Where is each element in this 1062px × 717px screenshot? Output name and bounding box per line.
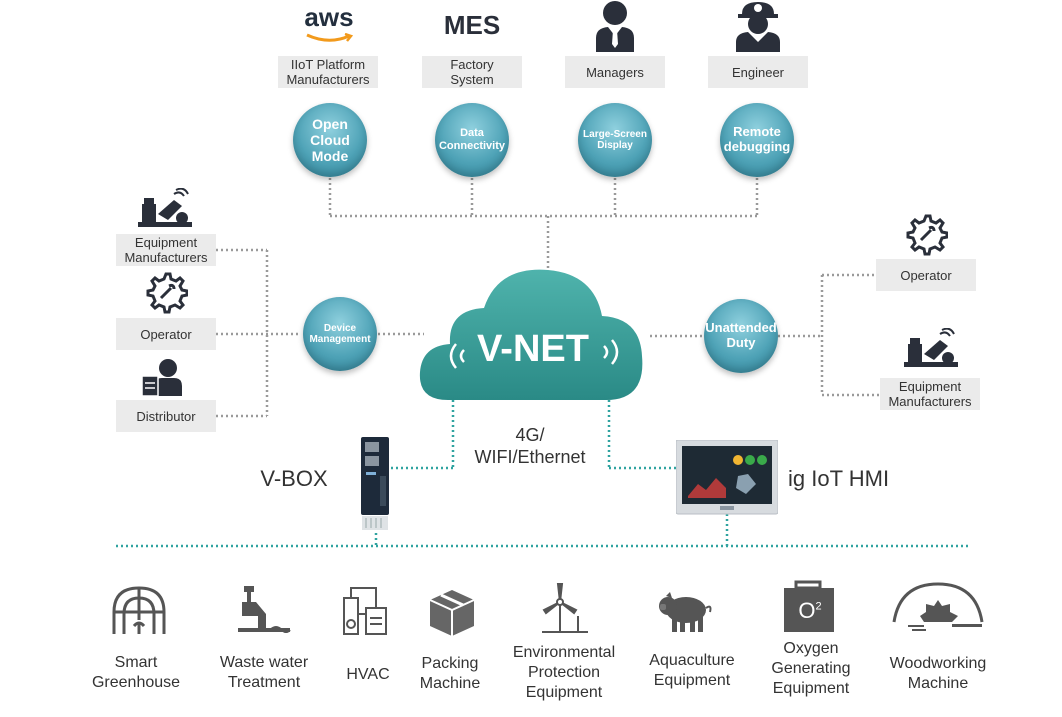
v-box-device-icon bbox=[361, 437, 389, 530]
right-operator-label: Operator bbox=[876, 259, 976, 291]
data-connectivity-node: Data Connectivity bbox=[435, 103, 509, 177]
pig-icon bbox=[659, 592, 712, 632]
app-smart-greenhouse-label: Smart Greenhouse bbox=[91, 654, 181, 691]
hvac-icon bbox=[343, 587, 387, 635]
aws-smile-icon bbox=[306, 33, 353, 42]
v-net-cloud bbox=[419, 269, 643, 400]
left-gear-wrench-icon bbox=[146, 272, 188, 314]
right-robot-arm-icon bbox=[904, 328, 958, 367]
remote-debugging-node: Remote debugging bbox=[720, 103, 794, 177]
unattended-duty-node: Unattended Duty bbox=[704, 299, 778, 373]
iiot-platform-label: IIoT Platform Manufacturers bbox=[278, 56, 378, 88]
saw-blade-icon bbox=[892, 582, 984, 631]
greenhouse-icon bbox=[112, 586, 166, 634]
oxygen-icon bbox=[784, 580, 834, 632]
mes-logo: MES bbox=[443, 10, 501, 40]
device-management-node: Device Management bbox=[303, 297, 377, 371]
distributor-label: Distributor bbox=[116, 400, 216, 432]
app-packing-machine-label: Packing Machine bbox=[419, 655, 481, 692]
managers-label: Managers bbox=[565, 56, 665, 88]
distributor-icon bbox=[141, 359, 182, 396]
engineer-label: Engineer bbox=[708, 56, 808, 88]
app-aquaculture-label: Aquaculture Equipment bbox=[649, 652, 735, 689]
left-operator-label: Operator bbox=[116, 318, 216, 350]
oxygen-symbol: O2 bbox=[798, 598, 822, 623]
right-equipment-manufacturers-label: Equipment Manufacturers bbox=[880, 378, 980, 410]
app-woodworking-label: Woodworking Machine bbox=[889, 655, 987, 692]
manager-icon bbox=[596, 1, 634, 52]
app-hvac-label: HVAC bbox=[346, 666, 390, 683]
wind-turbine-icon bbox=[542, 583, 588, 633]
open-cloud-mode-node: Open Cloud Mode bbox=[293, 103, 367, 177]
hmi-label: ig IoT HMI bbox=[788, 466, 890, 491]
v-box-label: V-BOX bbox=[260, 466, 328, 491]
left-equipment-manufacturers-label: Equipment Manufacturers bbox=[116, 234, 216, 266]
right-gear-wrench-icon bbox=[906, 214, 948, 256]
water-treatment-icon bbox=[238, 586, 291, 633]
box-icon bbox=[429, 590, 475, 636]
large-screen-display-node: Large-Screen Display bbox=[578, 103, 652, 177]
aws-logo: aws bbox=[304, 2, 354, 32]
factory-system-label: Factory System bbox=[422, 56, 522, 88]
robot-arm-icon bbox=[138, 188, 192, 227]
engineer-icon bbox=[736, 2, 780, 52]
connection-type-label: 4G/ WIFI/Ethernet bbox=[474, 425, 586, 467]
app-oxygen-label: Oxygen Generating Equipment bbox=[771, 640, 851, 697]
hmi-panel-icon bbox=[676, 440, 778, 515]
app-environmental-label: Environmental Protection Equipment bbox=[512, 644, 616, 701]
app-waste-water-label: Waste water Treatment bbox=[219, 654, 309, 691]
v-net-label: V-NET bbox=[477, 328, 589, 370]
